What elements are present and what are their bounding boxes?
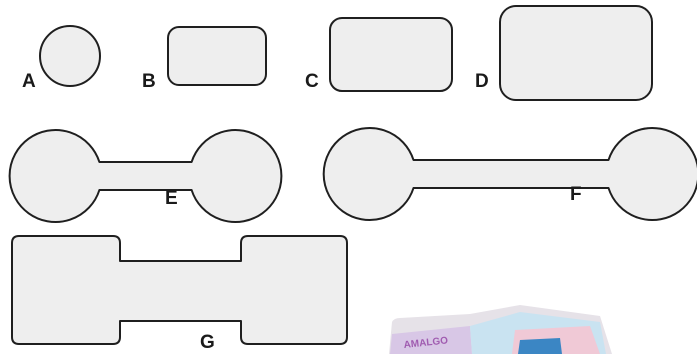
shape-label-g: G — [200, 332, 215, 353]
tag-packages-photo: AMALGO — [389, 305, 612, 354]
photo-brand-text: AMALGO — [403, 335, 449, 351]
shape-label-e: E — [165, 188, 178, 209]
tag-shape-c: C — [305, 17, 453, 92]
shape-label-d: D — [475, 71, 489, 92]
tag-shape-f: F — [322, 127, 697, 221]
tag-shape-a: A — [22, 25, 101, 92]
shape-label-b: B — [142, 71, 156, 92]
shape-label-f: F — [570, 184, 582, 205]
tag-shape-b: B — [142, 26, 267, 92]
shape-label-a: A — [22, 71, 36, 92]
tag-shape-g: G — [11, 235, 348, 353]
shape-label-c: C — [305, 71, 319, 92]
tag-shape-e: E — [8, 129, 283, 223]
tag-shape-d: D — [475, 5, 653, 101]
